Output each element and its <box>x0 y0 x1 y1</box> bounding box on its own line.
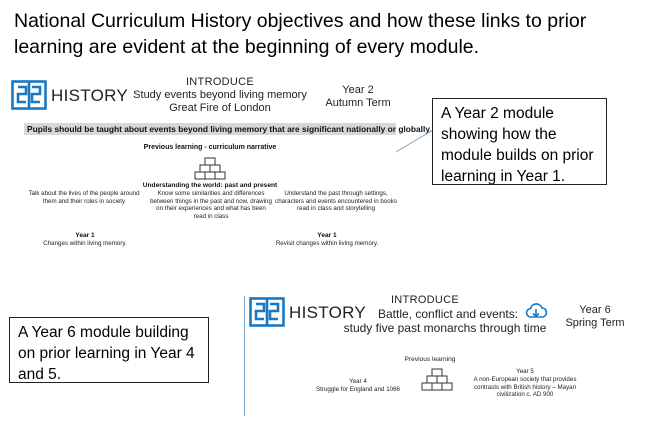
year5-text: A non-European society that provides con… <box>473 376 577 399</box>
year1-left-text: Changes within living memory. <box>43 240 127 247</box>
module-topic: study five past monarchs through time <box>343 321 547 335</box>
callout-year6: A Year 6 module building on prior learni… <box>9 317 209 383</box>
col-1-text: Talk about the lives of the people aroun… <box>28 190 140 205</box>
history-logo-icon <box>11 80 47 110</box>
callout-connector-vertical <box>244 296 245 416</box>
year4-title: Year 4 <box>349 378 367 385</box>
year4-text: Struggle for England and 1066 <box>316 386 400 393</box>
curriculum-statement: Pupils should be taught about events bey… <box>24 123 432 135</box>
module-topic: Great Fire of London <box>169 102 271 114</box>
year1-left-title: Year 1 <box>75 232 95 239</box>
module-title: Battle, conflict and events: <box>378 307 519 321</box>
year-label: Year 6 <box>579 304 611 316</box>
history-logo-icon <box>249 297 285 327</box>
col-2-text: Know some similarities and differences b… <box>150 190 272 220</box>
term-label: Autumn Term <box>325 97 391 109</box>
year1-right-text: Revisit changes within living memory. <box>275 240 379 247</box>
introduce-label: INTRODUCE <box>390 294 460 306</box>
callout-year2: A Year 2 module showing how the module b… <box>432 98 607 185</box>
year5-title: Year 5 <box>516 368 534 375</box>
understanding-title: Understanding the world: past and presen… <box>142 182 278 189</box>
stairs-icon <box>421 368 453 391</box>
history-logo-text: HISTORY <box>289 303 367 322</box>
module-title: Study events beyond living memory <box>133 89 307 101</box>
year1-right-title: Year 1 <box>317 232 337 239</box>
previous-learning-title: Previous learning - curriculum narrative <box>143 144 277 151</box>
stairs-icon <box>194 157 226 180</box>
cloud-download-icon <box>525 303 548 318</box>
page-heading: National Curriculum History objectives a… <box>14 10 587 58</box>
year-label: Year 2 <box>342 84 374 96</box>
callout-connector <box>395 129 434 153</box>
term-label: Spring Term <box>565 317 625 329</box>
previous-learning-title: Previous learning <box>404 356 456 363</box>
introduce-label: INTRODUCE <box>185 76 255 88</box>
col-3-text: Understand the past through settings, ch… <box>275 190 397 213</box>
history-logo-text: HISTORY <box>51 86 129 105</box>
